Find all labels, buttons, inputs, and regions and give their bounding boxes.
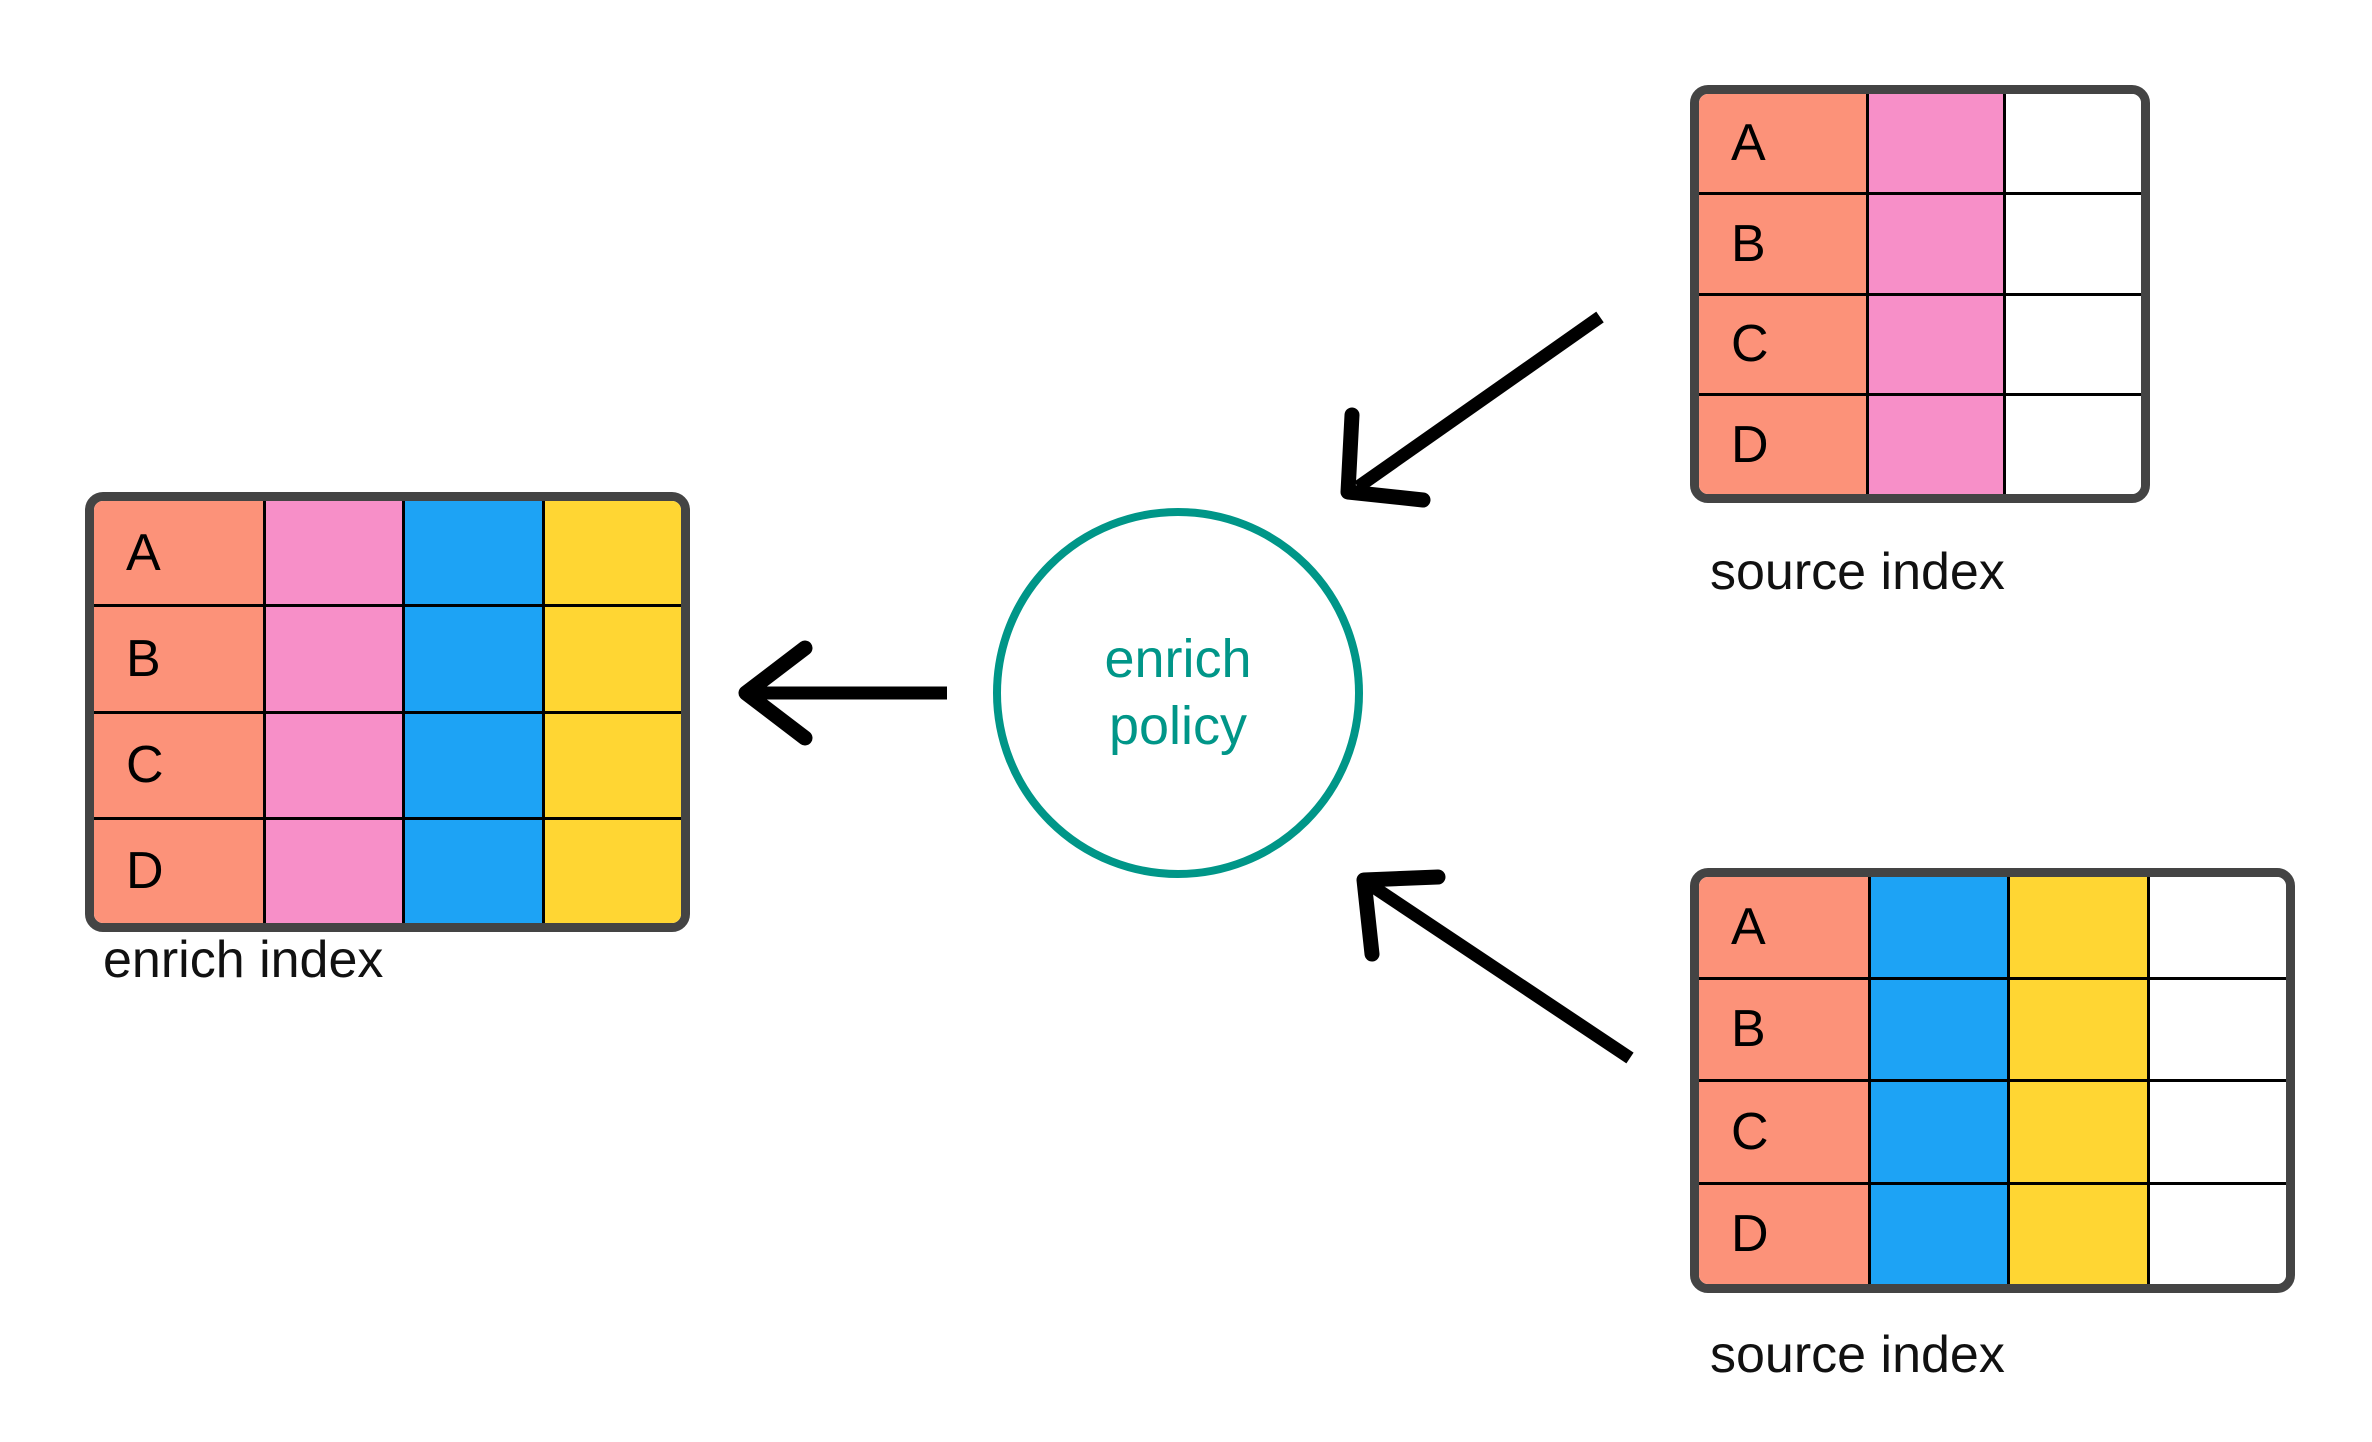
policy-label-line-1: enrich — [1104, 628, 1252, 689]
table-cell-blue — [1870, 1082, 2010, 1182]
row-key-label: D — [126, 842, 164, 901]
row-key-label: B — [1731, 214, 1766, 273]
source-index-top-caption: source index — [1710, 543, 2005, 601]
table-cell-pink — [265, 713, 405, 817]
table-cell-key: A — [94, 501, 266, 605]
table-cell-key: D — [1699, 396, 1869, 494]
arrow-source-top-to-policy — [1340, 311, 1604, 508]
table-cell-key: C — [94, 713, 266, 817]
table-cell-empty — [2006, 194, 2141, 293]
row-key-label: C — [1731, 1102, 1769, 1161]
table-cell-pink — [265, 501, 405, 605]
table-cell-yellow — [2010, 979, 2150, 1079]
table-row: C — [94, 713, 681, 820]
table-row: B — [1699, 194, 2141, 296]
enrich-policy-node[interactable]: enrich policy — [993, 508, 1363, 878]
table-cell-key: B — [1699, 979, 1871, 1079]
table-cell-yellow — [544, 713, 681, 817]
table-cell-blue — [405, 819, 545, 923]
table-cell-key: B — [1699, 194, 1869, 293]
row-key-label: C — [1731, 315, 1769, 374]
table-cell-pink — [265, 819, 405, 923]
table-cell-yellow — [544, 607, 681, 711]
table-cell-key: D — [1699, 1184, 1871, 1284]
table-cell-empty — [2006, 94, 2141, 192]
table-row: B — [1699, 979, 2286, 1082]
table-cell-yellow — [2010, 877, 2150, 977]
arrow-policy-to-enrich-index — [738, 640, 947, 746]
table-cell-empty — [2149, 979, 2286, 1079]
table-row: D — [94, 819, 681, 923]
row-key-label: A — [1731, 113, 1766, 172]
row-key-label: B — [1731, 1000, 1766, 1059]
table-row: D — [1699, 396, 2141, 494]
table-cell-blue — [405, 501, 545, 605]
table-cell-key: C — [1699, 295, 1869, 394]
table-cell-key: B — [94, 607, 266, 711]
table-cell-key: D — [94, 819, 266, 923]
table-row: D — [1699, 1184, 2286, 1284]
arrow-source-bottom-to-policy — [1356, 869, 1634, 1064]
table-cell-blue — [1870, 877, 2010, 977]
row-key-label: B — [126, 629, 161, 688]
source-index-bottom-caption: source index — [1710, 1326, 2005, 1384]
table-cell-pink — [1868, 94, 2007, 192]
table-cell-yellow — [544, 819, 681, 923]
row-key-label: D — [1731, 416, 1769, 475]
table-cell-key: C — [1699, 1082, 1871, 1182]
table-cell-key: A — [1699, 94, 1869, 192]
table-cell-pink — [1868, 194, 2007, 293]
table-cell-pink — [265, 607, 405, 711]
table-cell-blue — [1870, 1184, 2010, 1284]
table-cell-empty — [2149, 1082, 2286, 1182]
table-cell-yellow — [2010, 1082, 2150, 1182]
policy-label-line-2: policy — [1108, 696, 1248, 756]
table-cell-empty — [2006, 295, 2141, 394]
row-key-label: A — [126, 523, 161, 582]
table-cell-key: A — [1699, 877, 1871, 977]
table-cell-empty — [2149, 1184, 2286, 1284]
row-key-label: D — [1731, 1205, 1769, 1264]
enrich-index-caption: enrich index — [103, 931, 384, 989]
table-cell-yellow — [2010, 1184, 2150, 1284]
table-cell-blue — [405, 607, 545, 711]
table-cell-blue — [405, 713, 545, 817]
table-cell-empty — [2149, 877, 2286, 977]
table-cell-empty — [2006, 396, 2141, 494]
table-row: C — [1699, 1082, 2286, 1185]
table-cell-pink — [1868, 396, 2007, 494]
table-cell-yellow — [544, 501, 681, 605]
row-key-label: C — [126, 736, 164, 795]
row-key-label: A — [1731, 897, 1766, 956]
table-cell-pink — [1868, 295, 2007, 394]
table-row: C — [1699, 295, 2141, 397]
table-row: A — [1699, 877, 2286, 980]
table-row: A — [1699, 94, 2141, 195]
table-row: A — [94, 501, 681, 608]
table-row: B — [94, 607, 681, 714]
table-cell-blue — [1870, 979, 2010, 1079]
